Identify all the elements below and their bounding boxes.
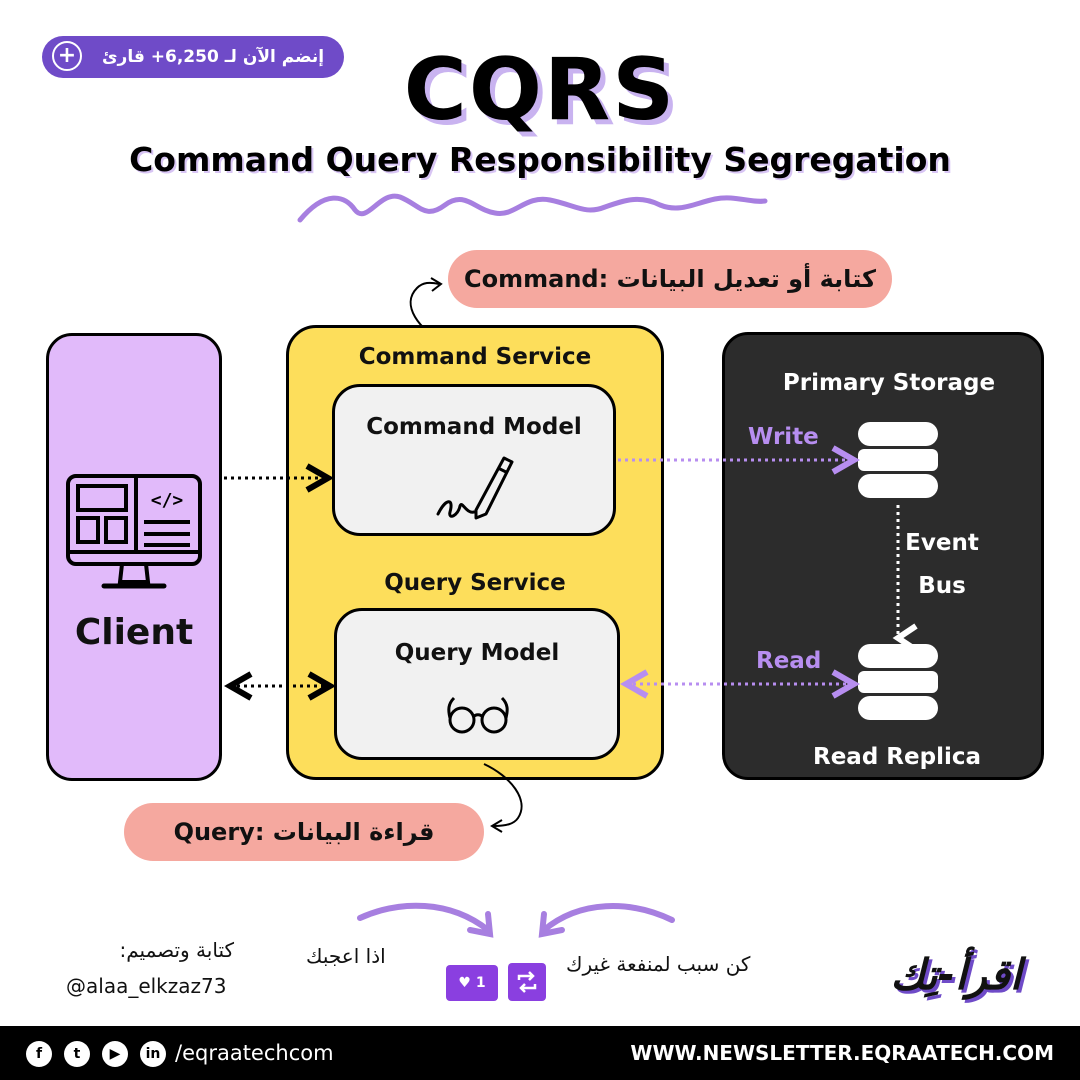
command-model-label: Command Model	[366, 414, 582, 440]
glasses-icon	[447, 696, 509, 734]
event-label: Event	[905, 530, 979, 556]
monitor-icon: </>	[66, 474, 202, 589]
footer-bar	[0, 1026, 1080, 1080]
heart-icon: ♥	[458, 975, 476, 991]
twitter-icon[interactable]: t	[64, 1041, 90, 1067]
pen-icon	[436, 456, 514, 520]
credit-label: كتابة وتصميم:	[119, 938, 234, 962]
if-liked-text: اذا اعجبك	[306, 944, 386, 968]
client-label: Client	[74, 612, 194, 653]
command-service-title: Command Service	[358, 344, 592, 370]
query-pill: قراءة البيانات :Query	[124, 803, 484, 861]
join-badge[interactable]: + إنضم الآن لـ 6,250+ قارئ	[42, 36, 344, 78]
command-pill-text: كتابة أو تعديل البيانات :Command	[464, 265, 876, 293]
client-panel	[46, 333, 222, 781]
query-service-title: Query Service	[384, 570, 566, 596]
credit-handle[interactable]: @alaa_elkzaz73	[66, 974, 227, 998]
be-reason-text: كن سبب لمنفعة غيرك	[566, 952, 751, 976]
command-pill: كتابة أو تعديل البيانات :Command	[448, 250, 892, 308]
svg-text:</>: </>	[151, 490, 184, 511]
brand-logo: اقرأ-تِك	[890, 950, 1022, 999]
write-label: Write	[748, 424, 819, 450]
read-replica-label: Read Replica	[813, 744, 981, 770]
page-subtitle: Command Query Responsibility Segregation	[129, 140, 951, 179]
page-title: CQRS	[403, 40, 677, 140]
footer-url[interactable]: WWW.NEWSLETTER.EQRAATECH.COM	[630, 1041, 1054, 1065]
footer-handle[interactable]: /eqraatechcom	[175, 1041, 334, 1065]
squiggle-decoration	[297, 193, 768, 223]
repost-button[interactable]	[508, 963, 546, 1001]
query-model-label: Query Model	[394, 640, 560, 666]
join-badge-text: إنضم الآن لـ 6,250+ قارئ	[101, 47, 325, 67]
primary-storage-label: Primary Storage	[782, 370, 996, 396]
query-pill-text: قراءة البيانات :Query	[173, 818, 435, 846]
flow-connectors	[224, 0, 918, 938]
plus-icon: +	[52, 41, 82, 71]
bus-label: Bus	[918, 573, 966, 599]
query-model-box	[334, 608, 620, 760]
like-count: 1	[475, 975, 486, 991]
linkedin-icon[interactable]: in	[140, 1041, 166, 1067]
repost-icon	[517, 971, 537, 993]
facebook-icon[interactable]: f	[26, 1041, 52, 1067]
like-button[interactable]: ♥ 1	[446, 965, 498, 1001]
database-icon	[858, 422, 938, 498]
youtube-icon[interactable]: ▶	[102, 1041, 128, 1067]
database-icon	[858, 644, 938, 720]
